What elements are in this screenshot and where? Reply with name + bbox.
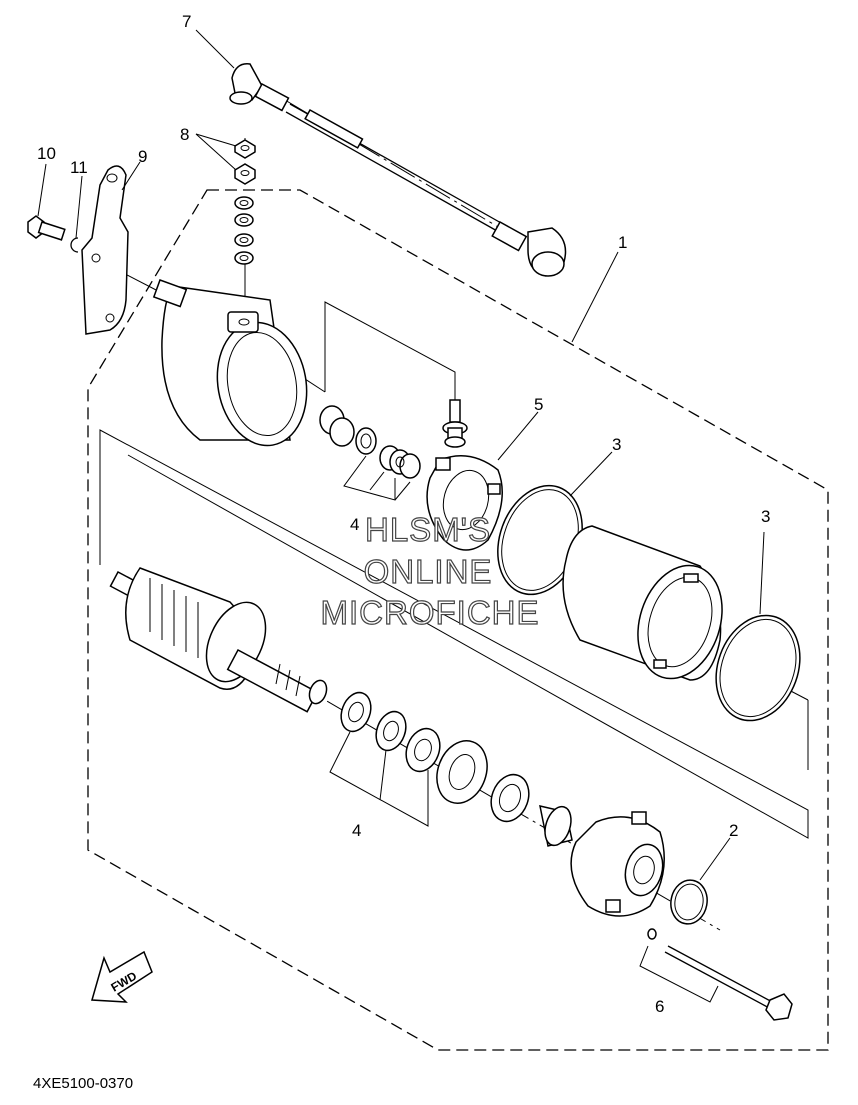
callout-bracket bbox=[639, 945, 719, 1003]
nut[interactable] bbox=[234, 139, 256, 159]
leader-line bbox=[571, 251, 619, 343]
circlip[interactable] bbox=[70, 237, 79, 253]
callout-7: 7 bbox=[182, 12, 191, 31]
callout-4b: 4 bbox=[352, 821, 361, 840]
bolt[interactable] bbox=[27, 215, 66, 241]
bearing[interactable] bbox=[485, 769, 535, 826]
small-o-ring[interactable] bbox=[647, 928, 657, 940]
yoke[interactable] bbox=[562, 525, 736, 690]
callout-3b: 3 bbox=[761, 507, 770, 526]
callout-3a: 3 bbox=[612, 435, 621, 454]
leader-line bbox=[759, 531, 765, 615]
brush-washer[interactable] bbox=[355, 427, 377, 455]
thrust-washer[interactable] bbox=[336, 688, 376, 735]
watermark-line-1: HLSM'S bbox=[365, 511, 491, 548]
leader-line bbox=[569, 451, 613, 497]
alignment-guide bbox=[324, 301, 456, 400]
armature[interactable] bbox=[109, 567, 329, 713]
leader-line bbox=[37, 163, 47, 217]
thrust-washer[interactable] bbox=[400, 724, 445, 776]
nut[interactable] bbox=[234, 163, 256, 185]
alignment-guide bbox=[99, 429, 809, 839]
callout-6: 6 bbox=[655, 997, 664, 1016]
callout-bracket bbox=[369, 471, 385, 491]
leader-line bbox=[497, 411, 539, 461]
callout-11: 11 bbox=[70, 158, 88, 177]
mounting-bracket[interactable] bbox=[81, 165, 129, 335]
diagram-code: 4XE5100-0370 bbox=[33, 1075, 133, 1092]
leader-line bbox=[195, 133, 237, 147]
callout-1: 1 bbox=[618, 233, 627, 252]
forward-direction-arrow: FWD bbox=[91, 950, 153, 1003]
leader-line bbox=[75, 175, 83, 239]
needle-bearing[interactable] bbox=[539, 803, 576, 848]
starter-cable[interactable] bbox=[229, 63, 567, 277]
bushing[interactable] bbox=[319, 405, 355, 447]
oil-seal[interactable] bbox=[429, 734, 496, 811]
callout-10: 10 bbox=[37, 144, 56, 163]
callout-bracket bbox=[379, 749, 387, 801]
callout-2: 2 bbox=[729, 821, 738, 840]
watermark-line-2: ONLINE bbox=[364, 553, 493, 590]
callout-8: 8 bbox=[180, 125, 189, 144]
washer-stack[interactable] bbox=[234, 196, 254, 265]
leader-line bbox=[699, 837, 731, 881]
o-ring[interactable] bbox=[702, 604, 814, 733]
rear-housing[interactable] bbox=[152, 279, 316, 453]
bracket-hole bbox=[105, 313, 115, 323]
bracket-hole bbox=[106, 173, 118, 183]
callout-9: 9 bbox=[138, 147, 147, 166]
watermark-line-3: MICROFICHE bbox=[321, 594, 540, 631]
callout-bracket bbox=[329, 731, 429, 827]
assembly-boundary bbox=[87, 189, 829, 1051]
o-ring bbox=[719, 618, 797, 718]
brush-spring-set[interactable] bbox=[379, 445, 421, 479]
o-ring bbox=[674, 883, 704, 921]
leader-line bbox=[121, 161, 141, 191]
brush-plate[interactable] bbox=[426, 455, 503, 551]
bracket-hole bbox=[91, 253, 101, 263]
callout-4a: 4 bbox=[350, 515, 359, 534]
terminal-bolt[interactable] bbox=[442, 399, 468, 448]
callout-bracket bbox=[343, 455, 396, 501]
through-bolt[interactable] bbox=[664, 945, 793, 1021]
callout-5: 5 bbox=[534, 395, 543, 414]
callout-bracket bbox=[394, 481, 411, 501]
leader-line bbox=[195, 29, 235, 69]
leader-line bbox=[195, 133, 237, 171]
front-cover[interactable] bbox=[570, 811, 668, 917]
o-ring[interactable] bbox=[667, 877, 710, 927]
thrust-washer[interactable] bbox=[371, 707, 411, 754]
